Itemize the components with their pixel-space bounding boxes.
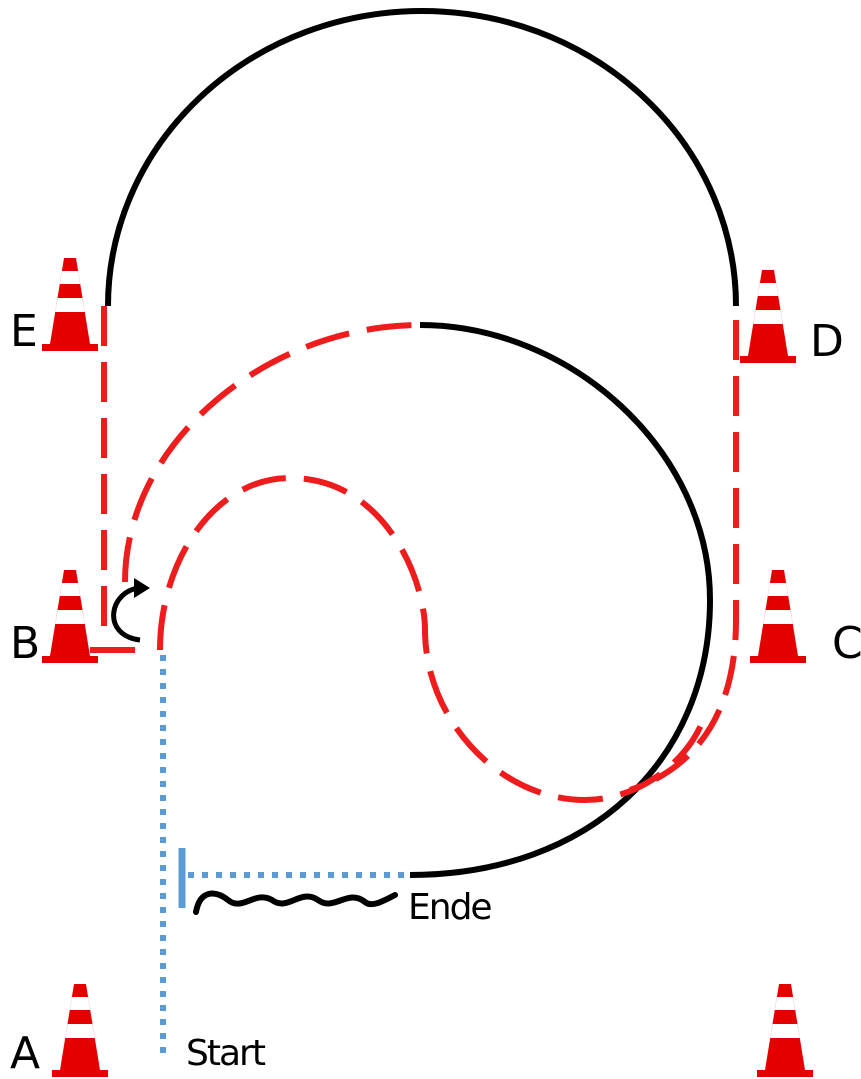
cone-a — [52, 984, 108, 1077]
cone-e — [42, 258, 98, 351]
label-b: B — [10, 618, 41, 669]
dashed-line-d-to-c — [629, 320, 739, 793]
cone-c — [750, 570, 806, 663]
arch-e-to-d — [105, 8, 739, 307]
turn-arrow-icon — [134, 578, 150, 598]
large-loop-to-end — [409, 322, 714, 878]
label-d: D — [810, 316, 844, 367]
cone-d — [740, 270, 796, 363]
dashed-outer-arc — [122, 322, 421, 583]
label-e: E — [10, 306, 38, 357]
label-a: A — [10, 1028, 41, 1079]
turn-arrow-curve — [111, 585, 141, 643]
dashed-s-curve — [157, 474, 708, 804]
wavy-line — [193, 890, 398, 915]
cone-b — [42, 570, 98, 663]
label-c: C — [832, 618, 861, 669]
label-end: Ende — [408, 887, 493, 928]
label-start: Start — [186, 1033, 266, 1074]
cone-unlabeled — [757, 984, 813, 1077]
